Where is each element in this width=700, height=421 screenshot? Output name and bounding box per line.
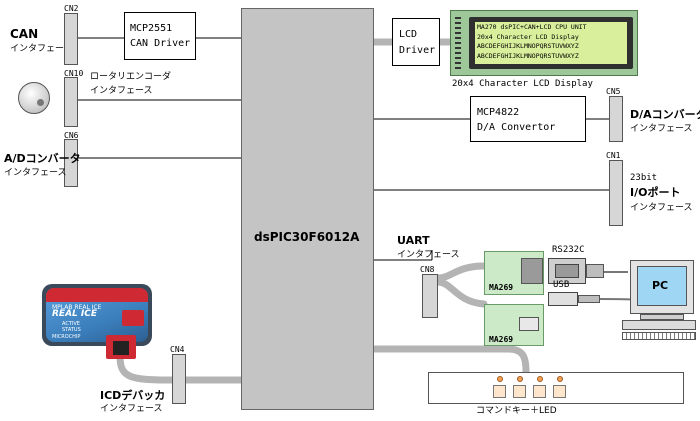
cn4-connector	[172, 354, 186, 404]
rs232-label: RS232C	[552, 245, 585, 255]
command-key-4	[553, 385, 566, 398]
knob-dimple	[37, 99, 44, 106]
cn1-connector	[609, 160, 623, 226]
lcd-screen: MA270 dsPIC+CAN+LCD CPU UNIT 20x4 Charac…	[475, 22, 627, 64]
cn8-label: CN8	[420, 265, 435, 274]
can-interface-title: CAN	[10, 27, 39, 41]
cn6-label: CN6	[64, 131, 79, 140]
real-ice-red-band	[46, 288, 148, 302]
lcd-line-3: ABCDEFGHIJKLMNOPQRSTUVWXYZ	[477, 42, 579, 50]
usb-socket-icon	[519, 317, 539, 331]
can-driver-line1: MCP2551	[130, 23, 173, 34]
cn10-label: CN10	[64, 69, 84, 78]
mcu-label: dsPIC30F6012A	[254, 230, 360, 244]
cn2-connector	[64, 13, 78, 65]
real-ice-plug-housing	[106, 335, 136, 359]
cn8-connector	[422, 274, 438, 318]
lcd-caption: 20x4 Character LCD Display	[452, 79, 593, 89]
cable-mcu-keys	[370, 345, 530, 376]
cn10-connector	[64, 77, 78, 127]
lcd-driver-line2: Driver	[399, 45, 436, 56]
lcd-line-1: MA270 dsPIC+CAN+LCD CPU UNIT	[477, 23, 587, 31]
rs232-plug-shell	[555, 264, 579, 278]
rs232-strain-relief	[586, 264, 604, 278]
command-keys-panel	[428, 372, 684, 404]
dac-line2: D/A Convertor	[477, 122, 556, 133]
rs232-cable-plug-icon	[548, 258, 586, 284]
usb-plug-icon	[548, 292, 578, 306]
can-interface-sub: インタフェース	[10, 44, 73, 54]
lcd-module-board: MA270 dsPIC+CAN+LCD CPU UNIT 20x4 Charac…	[450, 10, 638, 76]
usb-board-label: MA269	[489, 335, 514, 344]
real-ice-status: STATUS	[62, 327, 81, 333]
usb-strain-relief	[578, 295, 600, 303]
lcd-line-2: 20x4 Character LCD Display	[477, 32, 579, 41]
can-driver-line2: CAN Driver	[130, 38, 191, 49]
command-key-1	[493, 385, 506, 398]
rs232-board: MA269	[484, 251, 544, 295]
cn5-label: CN5	[606, 87, 621, 96]
pc-monitor-icon: PC	[630, 260, 694, 314]
real-ice-brand: MPLAB REAL ICE	[52, 304, 102, 311]
lcd-line-4: ABCDEFGHIJKLMNOPQRSTUVWXYZ	[477, 51, 579, 60]
cable-cn8-rs232	[434, 262, 488, 282]
io-interface-line2: I/Oポート	[630, 186, 681, 199]
cn6-connector	[64, 139, 78, 187]
mcu-block: dsPIC30F6012A	[241, 8, 374, 410]
da-interface-title: D/Aコンバータ	[630, 108, 700, 121]
led-1-icon	[497, 376, 503, 382]
lcd-driver-block: LCD Driver	[392, 18, 440, 66]
cable-ice-cn4	[116, 352, 176, 384]
rs232-board-label: MA269	[489, 283, 514, 292]
led-2-icon	[517, 376, 523, 382]
icd-interface-title: ICDデバッカ	[100, 389, 166, 402]
cn5-connector	[609, 96, 623, 142]
rotary-encoder-knob-icon	[18, 82, 50, 114]
uart-interface-sub: インタフェース	[397, 250, 460, 260]
real-ice-button-panel	[122, 310, 144, 326]
real-ice-active: ACTIVE	[62, 321, 80, 327]
dac-block: MCP4822 D/A Convertor	[470, 96, 586, 142]
dac-line1: MCP4822	[477, 107, 520, 118]
usb-board: MA269	[484, 304, 544, 346]
command-key-2	[513, 385, 526, 398]
db9-connector-icon	[521, 258, 543, 284]
pc-screen: PC	[637, 266, 687, 306]
cn4-label: CN4	[170, 345, 185, 354]
real-ice-debugger: MPLAB REAL ICE REAL ICE ACTIVE STATUS MI…	[42, 284, 152, 346]
pc-base-unit	[622, 320, 696, 330]
can-driver-block: MCP2551 CAN Driver	[124, 12, 196, 60]
pc-label: PC	[652, 279, 669, 292]
io-interface-sub: インタフェース	[630, 203, 693, 213]
led-4-icon	[557, 376, 563, 382]
command-key-3	[533, 385, 546, 398]
pc-keyboard-icon	[622, 332, 696, 340]
usb-label: USB	[553, 280, 570, 290]
da-interface-sub: インタフェース	[630, 124, 693, 134]
io-interface-line1: 23bit	[630, 173, 658, 183]
ad-interface-sub: インタフェース	[4, 168, 67, 178]
cable-cn8-usb	[434, 278, 488, 308]
real-ice-plug	[113, 341, 129, 355]
lcd-pin-header	[455, 17, 461, 69]
led-3-icon	[537, 376, 543, 382]
ad-interface-title: A/Dコンバータ	[4, 152, 81, 165]
lcd-driver-line1: LCD	[399, 29, 418, 40]
cn2-label: CN2	[64, 4, 79, 13]
command-keys-caption: コマンドキー＋LED	[476, 406, 557, 416]
real-ice-name: REAL ICE	[52, 309, 98, 319]
rotary-interface-title: ロータリエンコーダ	[90, 72, 172, 82]
icd-interface-sub: インタフェース	[100, 404, 163, 414]
pc-stand	[640, 314, 684, 320]
real-ice-maker: MICROCHIP	[52, 334, 81, 340]
cn1-label: CN1	[606, 151, 621, 160]
uart-interface-title: UART	[397, 234, 430, 247]
rotary-interface-sub: インタフェース	[90, 86, 153, 96]
